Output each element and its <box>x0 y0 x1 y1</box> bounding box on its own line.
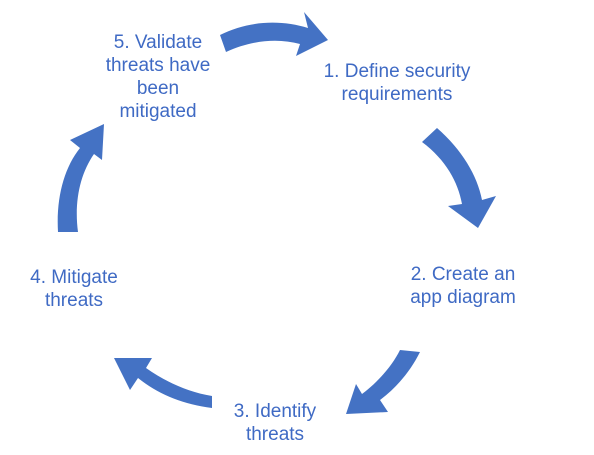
arrow-4-to-5 <box>57 124 104 232</box>
step-1-line-2: requirements <box>341 84 453 105</box>
step-4-line-1: 4. Mitigate <box>30 267 118 288</box>
step-5-line-4: mitigated <box>119 101 197 122</box>
step-2-line-2: app diagram <box>410 287 516 308</box>
arrow-3-to-4 <box>114 358 212 408</box>
step-4-line-2: threats <box>44 290 104 311</box>
step-5-line-1: 5. Validate <box>113 32 203 53</box>
step-5-label: 5. Validate threats have been mitigated <box>88 31 228 123</box>
arrow-5-to-1 <box>220 12 328 56</box>
arrow-1-to-2 <box>422 128 496 228</box>
step-5-line-2: threats have <box>105 55 211 76</box>
step-3-line-1: 3. Identify <box>233 401 317 422</box>
arrow-2-to-3 <box>346 350 420 414</box>
step-3-label: 3. Identify threats <box>220 400 330 446</box>
step-1-line-1: 1. Define security <box>323 61 471 82</box>
step-4-label: 4. Mitigate threats <box>12 266 136 312</box>
step-5-line-3: been <box>136 78 180 99</box>
step-1-label: 1. Define security requirements <box>322 60 472 106</box>
step-2-label: 2. Create an app diagram <box>392 263 534 309</box>
step-2-line-1: 2. Create an <box>410 264 516 285</box>
step-3-line-2: threats <box>245 424 305 445</box>
